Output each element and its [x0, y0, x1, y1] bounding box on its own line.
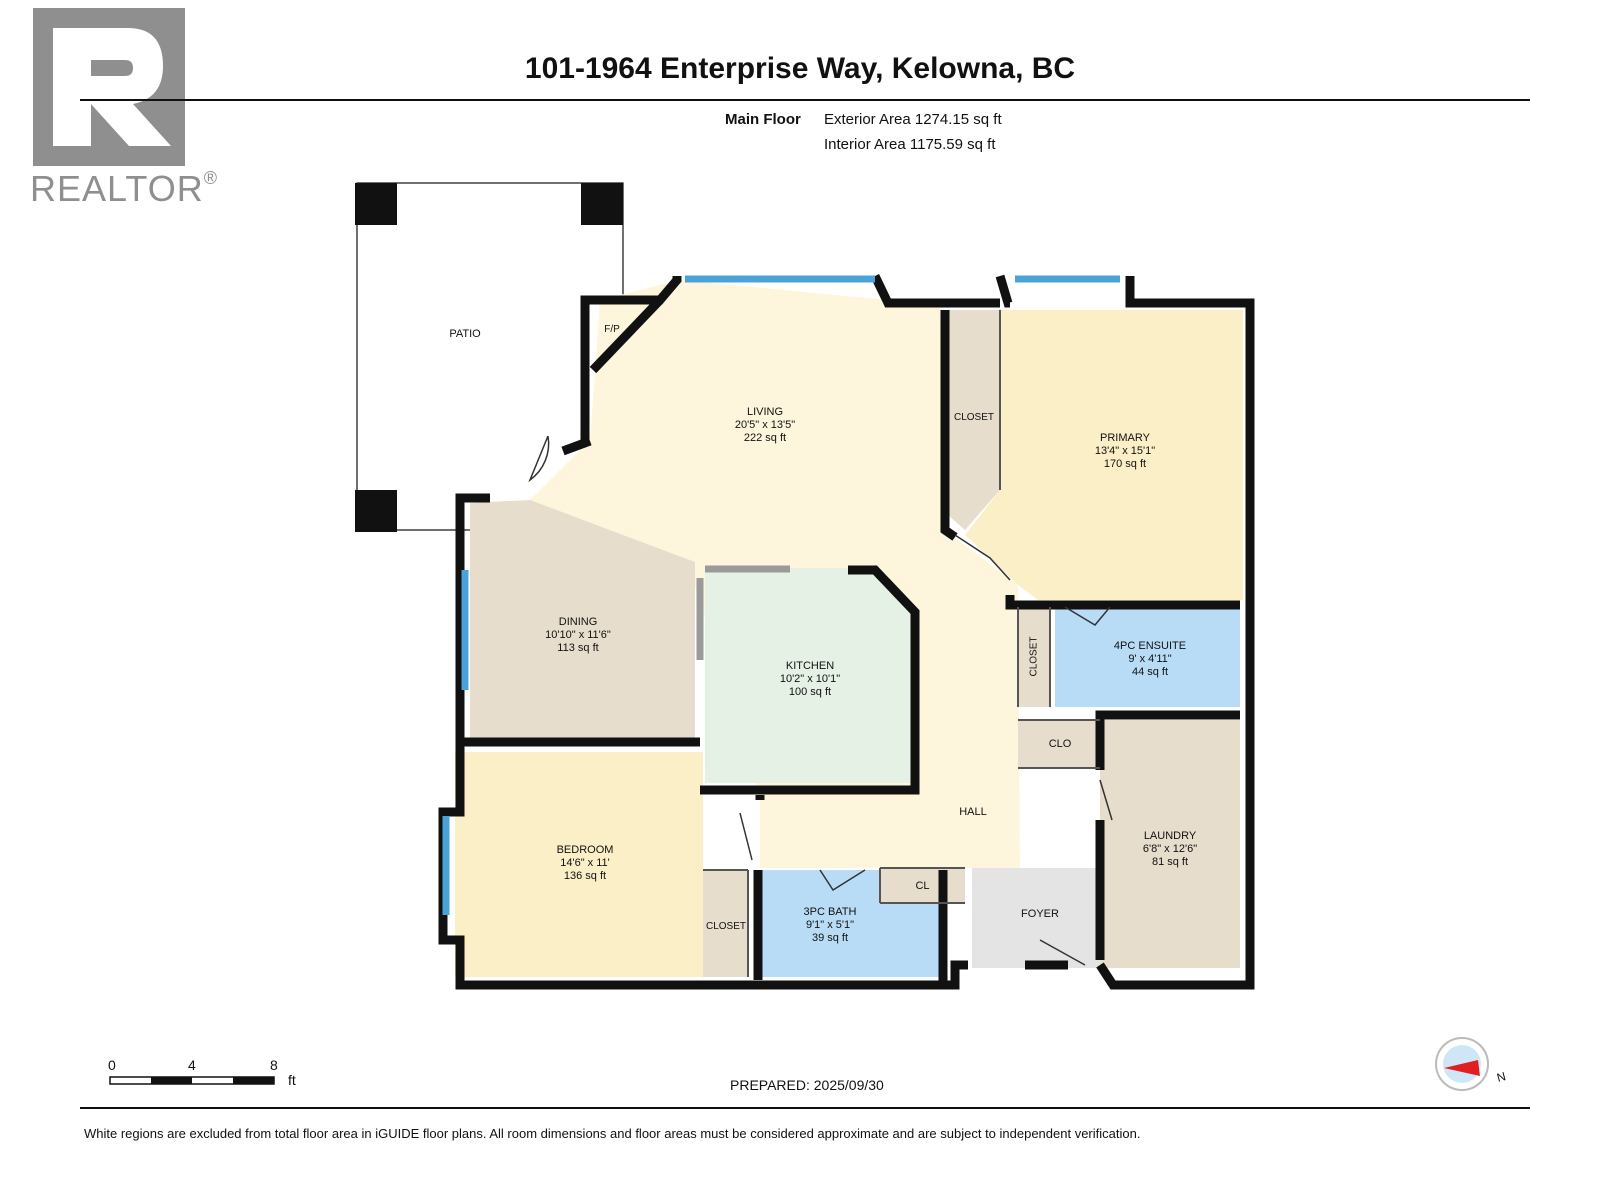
dining-room — [470, 500, 695, 742]
clo-name: CLO — [1048, 738, 1072, 750]
cl-label: CL — [905, 880, 940, 893]
patio-name: PATIO — [449, 328, 481, 340]
closet-primary-room — [948, 310, 1000, 530]
foyer-room — [972, 868, 1100, 968]
laundry-label: LAUNDRY 6'8" x 12'6" 81 sq ft — [1125, 830, 1215, 869]
kitchen-dims: 10'2" x 10'1" — [779, 673, 841, 685]
header-rule — [80, 99, 1530, 101]
bedroom-name: BEDROOM — [556, 844, 614, 856]
ensuite-name: 4PC ENSUITE — [1113, 640, 1187, 652]
scale-unit: ft — [288, 1072, 296, 1088]
gray-windows — [696, 565, 790, 660]
walls — [438, 274, 1255, 990]
scale-tick-4: 4 — [188, 1057, 196, 1073]
realtor-logo — [33, 8, 185, 166]
living-dims: 20'5" x 13'5" — [734, 419, 796, 431]
scale-tick-0: 0 — [108, 1057, 116, 1073]
clo-room — [1018, 720, 1100, 768]
laundry-area: 81 sq ft — [1151, 856, 1189, 868]
dining-name: DINING — [558, 616, 598, 628]
bath-dims: 9'1" x 5'1" — [805, 919, 855, 931]
primary-area: 170 sq ft — [1103, 458, 1147, 470]
exterior-area: Exterior Area 1274.15 sq ft — [824, 111, 1002, 128]
bedroom-label: BEDROOM 14'6" x 11' 136 sq ft — [535, 844, 635, 883]
fireplace-label: F/P — [597, 323, 627, 336]
hall-label: HALL — [948, 806, 998, 819]
cl-name: CL — [915, 880, 930, 892]
floor-label: Main Floor — [725, 111, 801, 128]
primary-room — [965, 310, 1243, 600]
closet-hall-label: CLOSET — [1028, 627, 1041, 687]
doors — [528, 435, 1113, 966]
patio-label: PATIO — [430, 328, 500, 341]
laundry-room — [1100, 720, 1240, 968]
bedroom-room — [455, 752, 703, 977]
ensuite-room — [1055, 607, 1240, 707]
realtor-text: REALTOR — [30, 168, 204, 209]
footer-rule — [80, 1107, 1530, 1109]
realtor-wordmark: REALTOR® — [30, 168, 218, 210]
foyer-name: FOYER — [1021, 908, 1059, 920]
closet-bedroom-label: CLOSET — [704, 920, 748, 933]
dining-label: DINING 10'10" x 11'6" 113 sq ft — [528, 616, 628, 655]
windows — [442, 275, 1120, 915]
compass-icon — [1435, 1037, 1489, 1091]
closet-hall-room — [1018, 607, 1050, 707]
bath-name: 3PC BATH — [803, 906, 857, 918]
bedroom-area: 136 sq ft — [563, 870, 607, 882]
page-title: 101-1964 Enterprise Way, Kelowna, BC — [524, 52, 1076, 85]
ensuite-area: 44 sq ft — [1131, 666, 1169, 678]
kitchen-name: KITCHEN — [785, 660, 835, 672]
primary-name: PRIMARY — [1100, 432, 1150, 444]
kitchen-area: 100 sq ft — [788, 686, 832, 698]
living-label: LIVING 20'5" x 13'5" 222 sq ft — [715, 406, 815, 445]
dining-area: 113 sq ft — [557, 642, 599, 654]
bedroom-dims: 14'6" x 11' — [560, 857, 610, 869]
closet-bedroom-name: CLOSET — [705, 921, 746, 932]
laundry-dims: 6'8" x 12'6" — [1142, 843, 1198, 855]
kitchen-label: KITCHEN 10'2" x 10'1" 100 sq ft — [760, 660, 860, 699]
foyer-label: FOYER — [1010, 908, 1070, 921]
kitchen-room — [705, 568, 915, 783]
fireplace-name: F/P — [604, 324, 620, 335]
bath-label: 3PC BATH 9'1" x 5'1" 39 sq ft — [790, 906, 870, 945]
clo-label: CLO — [1040, 738, 1080, 751]
ensuite-dims: 9' x 4'11" — [1128, 653, 1172, 665]
cl-room — [880, 868, 965, 903]
thin-walls — [703, 310, 1100, 977]
hall-name: HALL — [959, 806, 987, 818]
primary-label: PRIMARY 13'4" x 15'1" 170 sq ft — [1070, 432, 1180, 471]
living-name: LIVING — [746, 406, 784, 418]
living-area: 222 sq ft — [743, 432, 787, 444]
bath-area: 39 sq ft — [811, 932, 849, 944]
footer-note: White regions are excluded from total fl… — [84, 1126, 1141, 1141]
primary-dims: 13'4" x 15'1" — [1094, 445, 1156, 457]
ensuite-label: 4PC ENSUITE 9' x 4'11" 44 sq ft — [1095, 640, 1205, 679]
interior-area: Interior Area 1175.59 sq ft — [824, 136, 996, 153]
scale-bar — [109, 1076, 275, 1085]
laundry-name: LAUNDRY — [1143, 830, 1197, 842]
closet-bedroom-room — [703, 870, 748, 977]
closet-primary-label: CLOSET — [948, 411, 1000, 424]
closet-primary-name: CLOSET — [953, 412, 994, 423]
dining-dims: 10'10" x 11'6" — [545, 629, 611, 641]
prepared-date: PREPARED: 2025/09/30 — [730, 1077, 884, 1093]
closet-hall-name: CLOSET — [1028, 636, 1040, 677]
registered-mark: ® — [203, 168, 218, 188]
realtor-r-icon — [53, 28, 171, 146]
scale-tick-8: 8 — [270, 1057, 278, 1073]
